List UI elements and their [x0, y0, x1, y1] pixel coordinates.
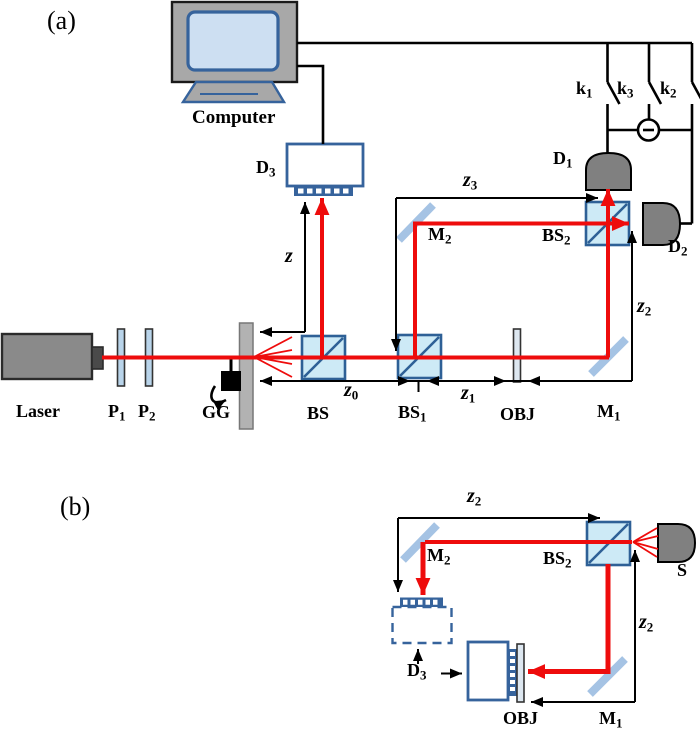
computer-monitor: [170, 0, 299, 104]
ground-glass: [210, 322, 254, 430]
detector-d1-dome: [585, 151, 632, 191]
bs-label: BS: [307, 403, 330, 423]
beam-bs2-m1-obj: [528, 564, 611, 679]
rotation-arrow-icon: [210, 385, 227, 411]
laser-source: [0, 332, 104, 381]
detector-d3-b-new-position: [466, 640, 517, 702]
obj-b-label: OBJ: [503, 708, 539, 728]
distance-lines-b: [393, 513, 640, 707]
d3-a-label: D3: [256, 157, 276, 180]
d3-b-label: D3: [407, 660, 427, 683]
computer-screen: [186, 10, 280, 72]
mirror-m1-b: [587, 656, 628, 697]
scattered-light-s: [632, 527, 659, 558]
gg-label: GG: [202, 402, 231, 422]
p2-label: P2: [138, 401, 156, 424]
laser-beams-a: [102, 189, 629, 378]
source-s-dome: [657, 523, 697, 563]
object-obj-b: [516, 643, 525, 703]
detector-d3-b-old-position: [391, 597, 453, 645]
bs1-label: BS1: [398, 402, 427, 425]
bs2-a-label: BS2: [542, 225, 571, 248]
bs2-b-label: BS2: [543, 548, 572, 571]
distance-lines-a: [260, 193, 637, 392]
z2-b-right-label: z2: [639, 611, 654, 635]
z2-b-top-label: z2: [467, 485, 482, 509]
z3-label: z3: [463, 169, 478, 193]
laser-beams-b: [415, 527, 659, 679]
m2-b-label: M2: [427, 545, 451, 568]
switch-k2: [690, 43, 700, 224]
electrical-wires: [297, 41, 700, 225]
d1-label: D1: [553, 148, 573, 171]
scattered-light-gg: [253, 336, 293, 378]
m1-b-label: M1: [599, 708, 623, 731]
p1-label: P1: [108, 401, 126, 424]
s-label: S: [677, 560, 688, 580]
obj-a-label: OBJ: [500, 404, 536, 424]
panel-b-tag: (b): [60, 492, 91, 521]
k3-label: k3: [617, 78, 634, 101]
beam-bs1-m2-d2: [413, 216, 629, 358]
detector-d3-a: [285, 142, 365, 196]
m2-a-label: M2: [428, 224, 452, 247]
k2-label: k2: [660, 78, 677, 101]
switch-k1: [606, 43, 621, 153]
computer-keyboard: [180, 80, 287, 104]
computer-d3-wire: [297, 64, 325, 144]
laser-aperture: [91, 346, 104, 370]
laser-label: Laser: [16, 401, 60, 421]
z-label: z: [285, 245, 293, 267]
motor: [221, 371, 241, 391]
switch-k3: [647, 43, 663, 120]
panel-a-tag: (a): [47, 6, 76, 35]
z2-a-label: z2: [637, 295, 652, 319]
m1-a-label: M1: [597, 401, 621, 424]
d2-label: D2: [668, 236, 688, 259]
z0-label: z0: [344, 379, 359, 403]
z1-label: z1: [461, 382, 476, 406]
k1-label: k1: [576, 78, 593, 101]
computer-label: Computer: [192, 107, 276, 128]
mirror-m2-b: [400, 522, 440, 563]
